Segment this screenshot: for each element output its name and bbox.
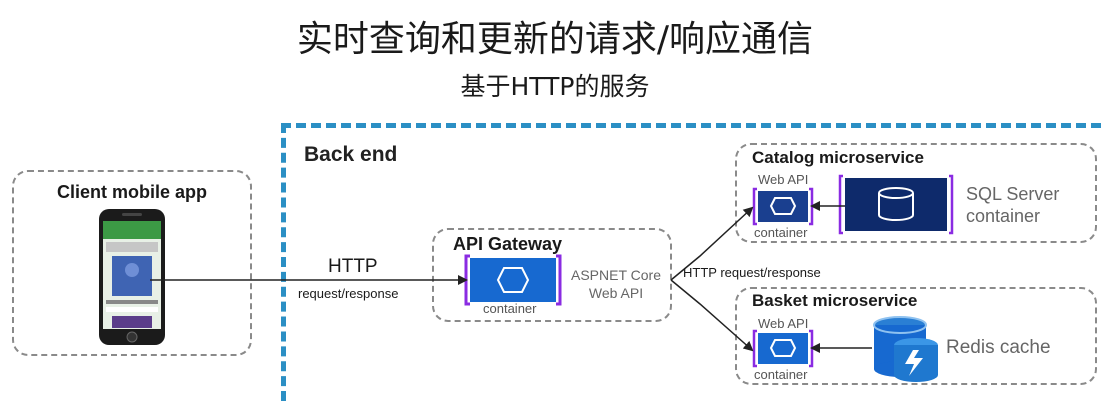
gateway-label: API Gateway: [453, 234, 563, 254]
redis-cache-icon: [873, 316, 938, 382]
phone-icon: [99, 209, 165, 345]
page-title: 实时查询和更新的请求/响应通信: [296, 19, 814, 60]
catalog-db-line1: SQL Server: [966, 184, 1060, 204]
http-link-sublabel: request/response: [298, 286, 399, 301]
client-label: Client mobile app: [56, 182, 207, 202]
gateway-tech-line1: ASPNET Core: [571, 267, 661, 283]
catalog-label: Catalog microservice: [752, 148, 924, 167]
page-subtitle: 基于HTTP的服务: [460, 72, 650, 101]
basket-cache-label: Redis cache: [946, 337, 1051, 358]
basket-webapi-label: Web API: [758, 316, 809, 331]
catalog-webapi-label: Web API: [758, 172, 809, 187]
catalog-webapi-icon: [752, 187, 814, 226]
basket-webapi-icon: [752, 329, 814, 368]
client-box: [12, 170, 252, 356]
basket-container-label: container: [754, 367, 808, 382]
basket-label: Basket microservice: [752, 291, 918, 310]
gateway-tech-line2: Web API: [588, 285, 644, 301]
catalog-container-label: container: [754, 225, 808, 240]
backend-boundary: [281, 123, 1101, 401]
database-icon: [838, 174, 954, 235]
catalog-db-line2: container: [966, 206, 1041, 226]
internal-link-label: HTTP request/response: [683, 265, 821, 280]
gateway-to-catalog-arrow: [670, 206, 754, 281]
gateway-to-basket-arrow: [670, 279, 754, 352]
catalog-box: [735, 143, 1097, 243]
backend-label: Back end: [304, 143, 398, 166]
gateway-container-label: container: [483, 301, 537, 316]
catalog-db-label: SQL Server container: [966, 183, 1059, 227]
http-link-label: HTTP: [328, 256, 378, 277]
web-api-container-icon: [464, 254, 562, 306]
gateway-tech-label: ASPNET Core Web API: [566, 266, 666, 302]
gateway-box: [432, 228, 672, 322]
